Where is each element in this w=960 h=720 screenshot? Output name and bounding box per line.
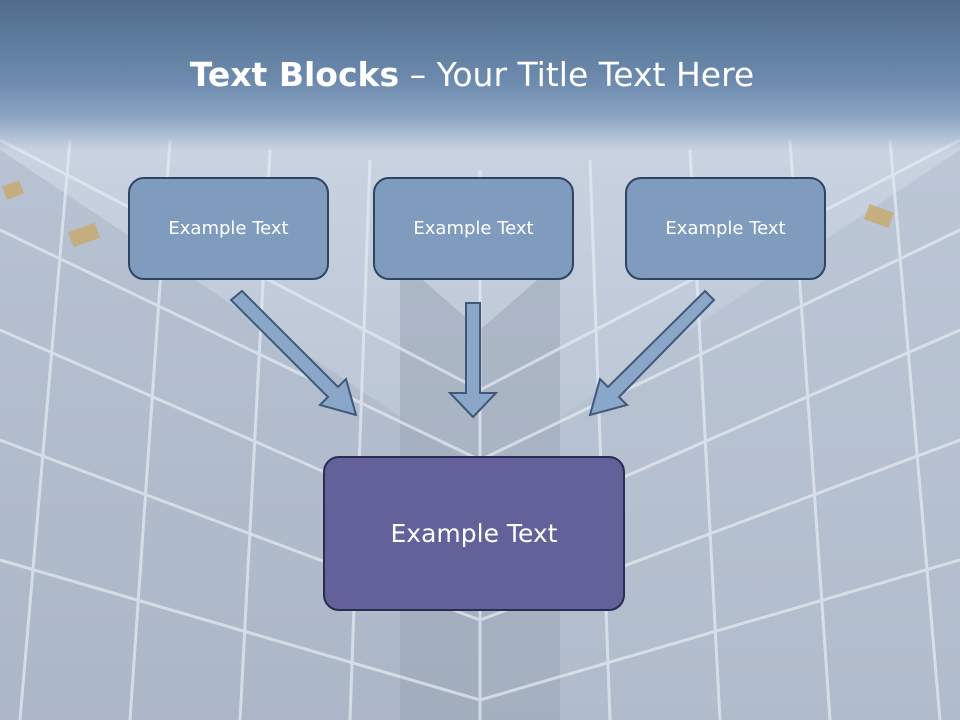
text-block-1[interactable]: Example Text (128, 177, 329, 280)
text-block-1-label: Example Text (168, 218, 289, 239)
text-block-3-label: Example Text (665, 218, 786, 239)
text-block-3[interactable]: Example Text (625, 177, 826, 280)
title-regular-text: – Your Title Text Here (399, 55, 755, 94)
text-block-2-label: Example Text (413, 218, 534, 239)
text-block-2[interactable]: Example Text (373, 177, 574, 280)
result-block[interactable]: Example Text (323, 456, 625, 611)
arrow-right-diagonal (588, 289, 716, 417)
arrow-center-down (447, 302, 499, 419)
title-bold-text: Text Blocks (189, 55, 400, 94)
slide-title: Text Blocks – Your Title Text Here (0, 52, 944, 98)
title-bar (0, 0, 960, 150)
arrow-left-diagonal (229, 289, 358, 417)
result-block-label: Example Text (390, 519, 558, 548)
